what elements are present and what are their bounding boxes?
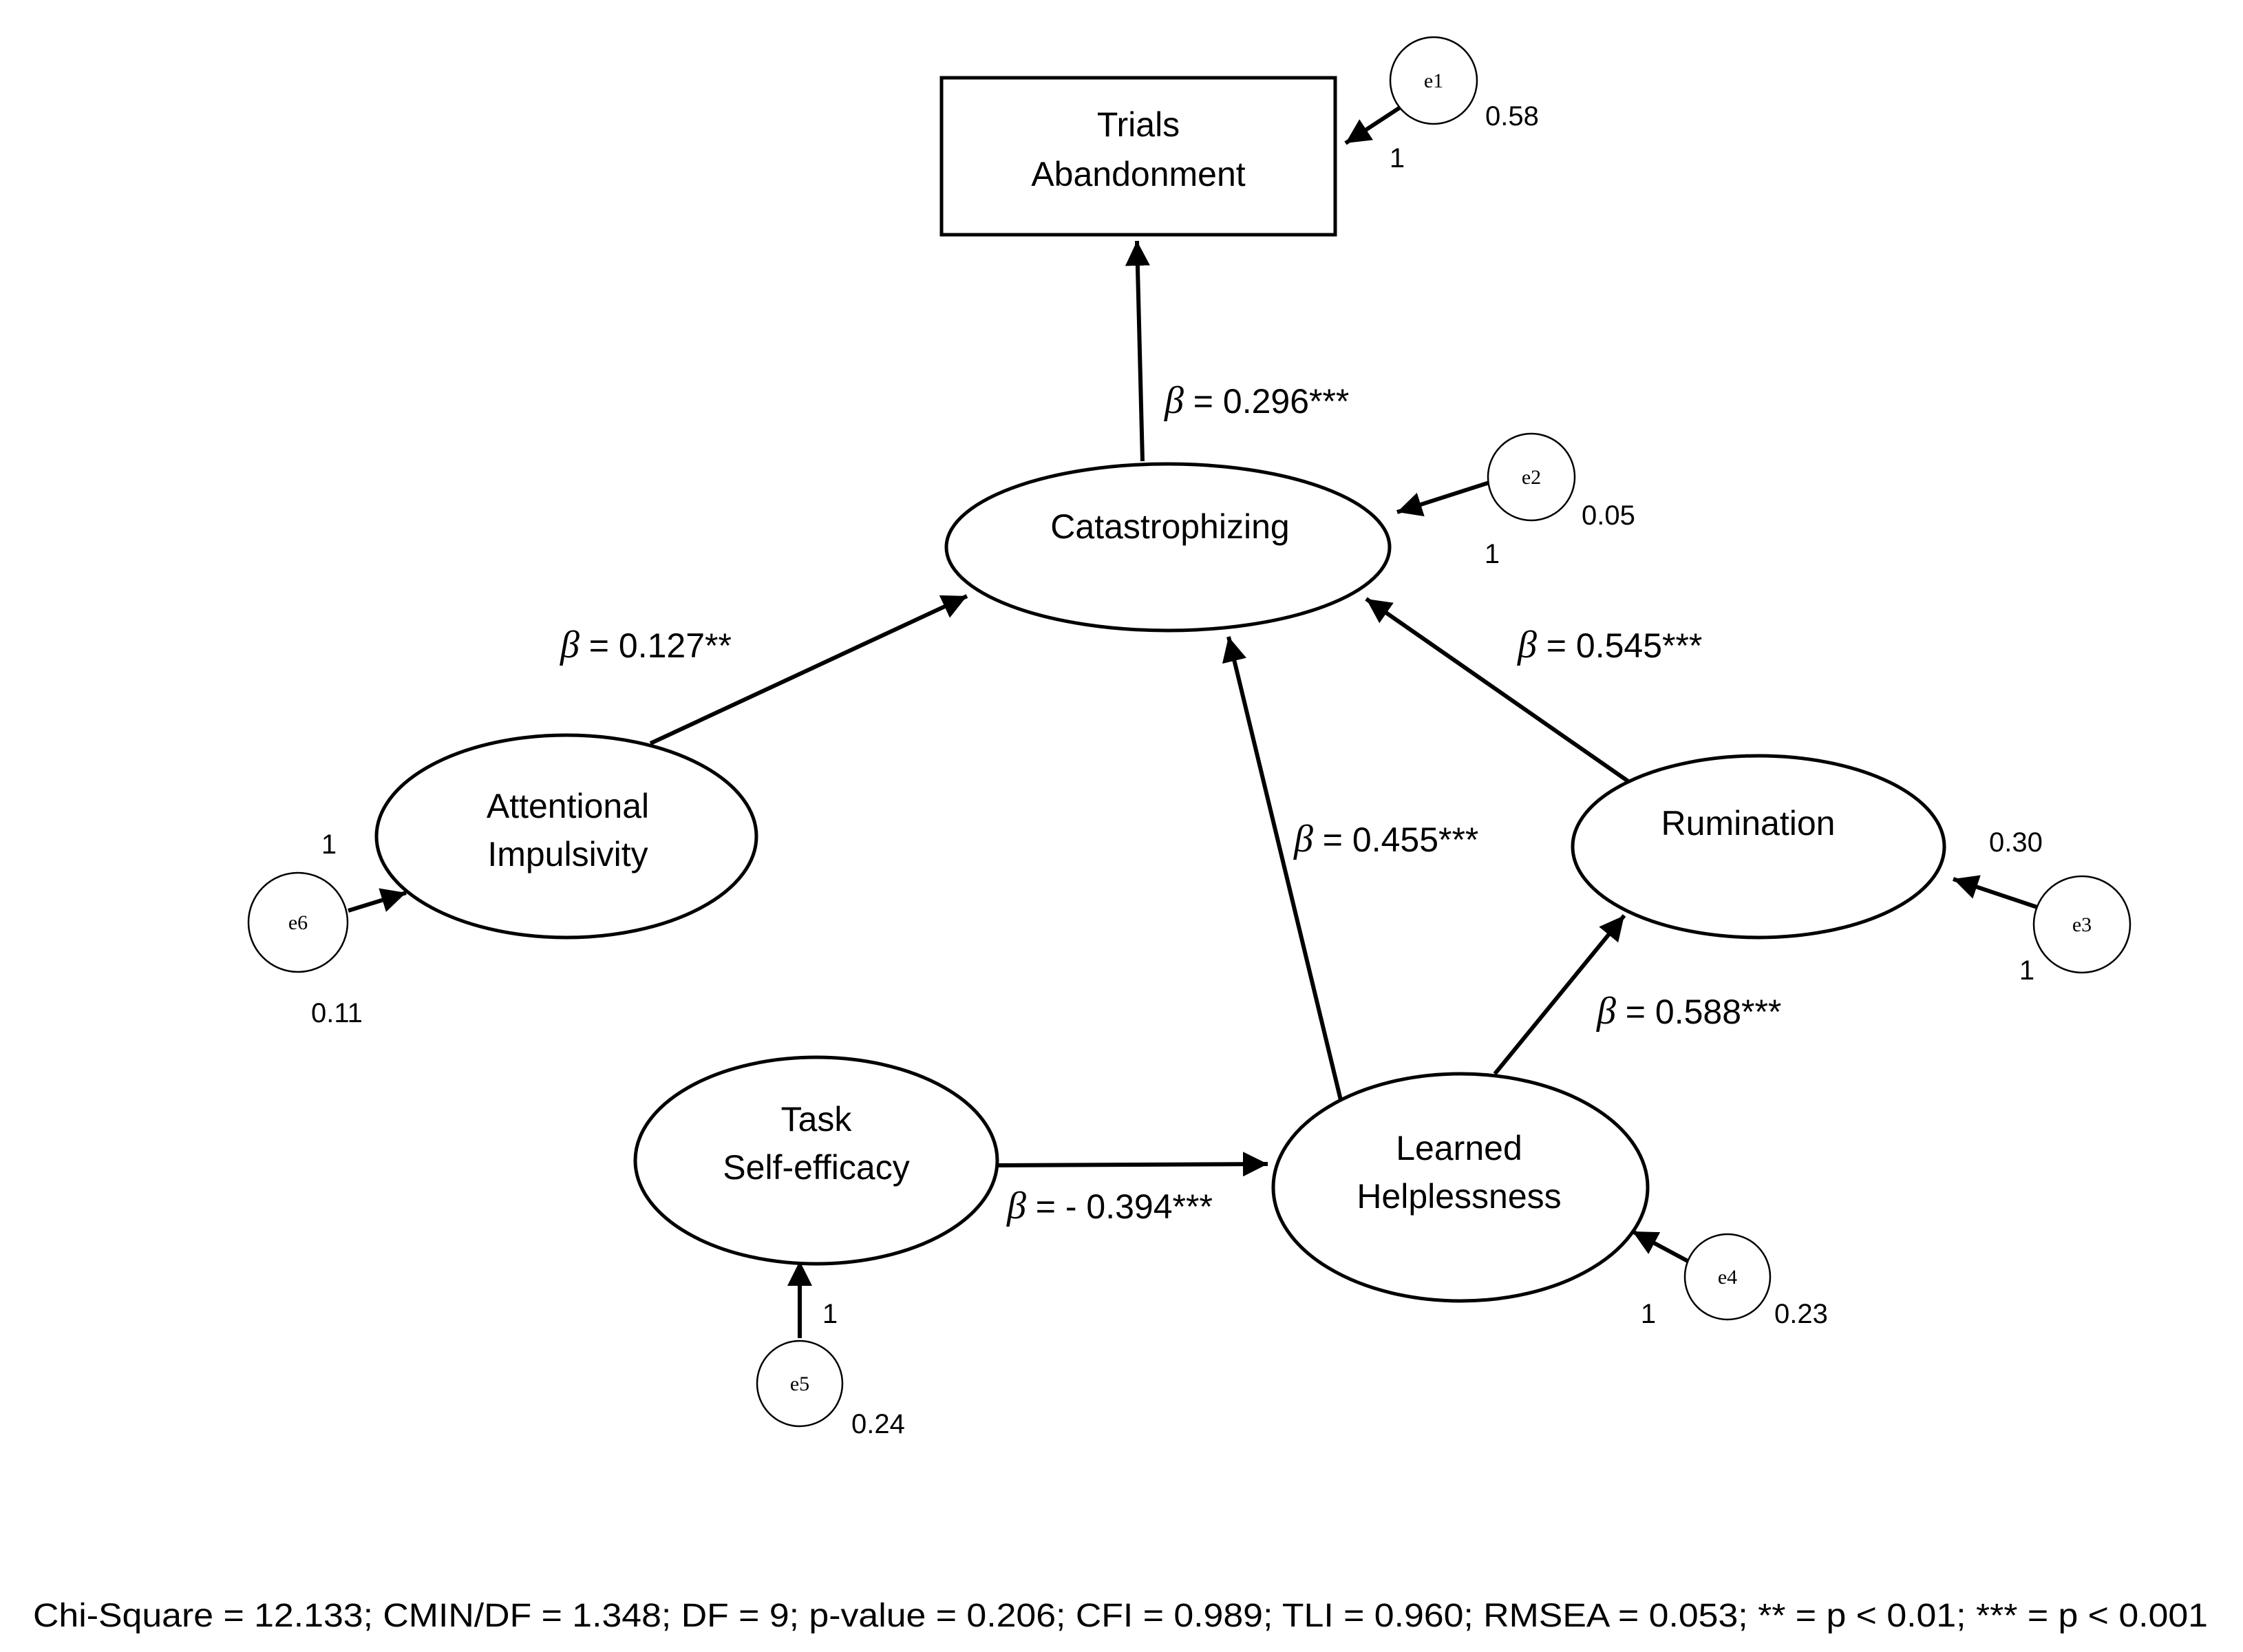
node-rumination-label: Rumination: [1661, 804, 1836, 843]
beta-label-catastrophizing-to-trials: β = 0.296***: [1164, 379, 1349, 422]
error-term-e3: e3 1 0.30: [1989, 827, 2132, 986]
error-variance-e5: 0.24: [851, 1409, 905, 1439]
error-variance-e4: 0.23: [1774, 1299, 1828, 1329]
node-learned-helplessness: Learned Helplessness: [1271, 1072, 1650, 1303]
error-label-e5: e5: [790, 1373, 809, 1395]
error-weight-e4: 1: [1641, 1299, 1656, 1329]
beta-label-helplessness-to-catastrophizing: β = 0.455***: [1293, 818, 1478, 860]
error-arrow-e4: [1631, 1229, 1690, 1264]
error-term-e2: e2 1 0.05: [1485, 432, 1635, 569]
error-label-e1: e1: [1424, 70, 1443, 92]
path-catastrophizing-to-trials-abandonment: [1125, 240, 1150, 462]
error-arrow-e2: [1396, 480, 1490, 517]
node-task-self-efficacy: Task Self-efficacy: [633, 1055, 999, 1266]
error-term-e4: e4 1 0.23: [1641, 1233, 1828, 1329]
node-trials-abandonment-line2: Abandonment: [1031, 155, 1245, 193]
error-term-e6: e6 1 0.11: [247, 829, 363, 1028]
node-learned-helplessness-line2: Helplessness: [1357, 1177, 1561, 1216]
beta-label-impulsivity-to-catastrophizing: β = 0.127**: [560, 624, 732, 666]
error-variance-e3: 0.30: [1989, 827, 2043, 858]
error-weight-e6: 1: [321, 829, 337, 860]
path-selfefficacy-to-helplessness: [997, 1152, 1268, 1177]
fit-statistics: Chi-Square = 12.133; CMIN/DF = 1.348; DF…: [33, 1598, 2208, 1634]
error-variance-e1: 0.58: [1485, 101, 1539, 131]
error-variance-e6: 0.11: [311, 998, 363, 1028]
node-attentional-impulsivity: Attentional Impulsivity: [374, 733, 758, 940]
error-weight-e5: 1: [822, 1299, 838, 1329]
error-term-e1: e1 1 0.58: [1389, 36, 1539, 173]
error-term-e5: e5 1 0.24: [756, 1299, 905, 1439]
error-weight-e2: 1: [1485, 539, 1500, 569]
beta-label-rumination-to-catastrophizing: β = 0.545***: [1517, 624, 1702, 666]
node-task-self-efficacy-line1: Task: [781, 1100, 853, 1139]
path-helplessness-to-rumination: [1493, 914, 1626, 1075]
beta-label-selfefficacy-to-helplessness: β = - 0.394***: [1006, 1185, 1213, 1227]
error-label-e4: e4: [1718, 1266, 1737, 1289]
node-rumination: Rumination: [1571, 754, 1946, 940]
error-label-e6: e6: [288, 911, 308, 934]
node-trials-abandonment-line1: Trials: [1097, 105, 1180, 144]
error-arrow-e6: [348, 888, 407, 913]
node-trials-abandonment: Trials Abandonment: [939, 76, 1337, 237]
path-helplessness-to-catastrophizing: [1222, 636, 1343, 1101]
error-label-e3: e3: [2072, 913, 2092, 936]
error-arrow-e3: [1953, 875, 2038, 909]
beta-label-helplessness-to-rumination: β = 0.588***: [1596, 990, 1781, 1032]
path-rumination-to-catastrophizing: [1365, 597, 1633, 785]
node-learned-helplessness-line1: Learned: [1396, 1129, 1522, 1167]
error-variance-e2: 0.05: [1582, 500, 1635, 531]
path-impulsivity-to-catastrophizing: [649, 594, 968, 745]
node-attentional-impulsivity-line1: Attentional: [487, 787, 649, 825]
node-attentional-impulsivity-line2: Impulsivity: [487, 835, 648, 873]
error-weight-e1: 1: [1390, 143, 1405, 173]
error-weight-e3: 1: [2019, 955, 2034, 986]
node-task-self-efficacy-line2: Self-efficacy: [723, 1148, 909, 1187]
error-label-e2: e2: [1522, 466, 1541, 489]
node-catastrophizing: Catastrophizing: [944, 462, 1392, 633]
node-catastrophizing-label: Catastrophizing: [1050, 507, 1289, 546]
error-arrow-e1: [1344, 105, 1403, 145]
